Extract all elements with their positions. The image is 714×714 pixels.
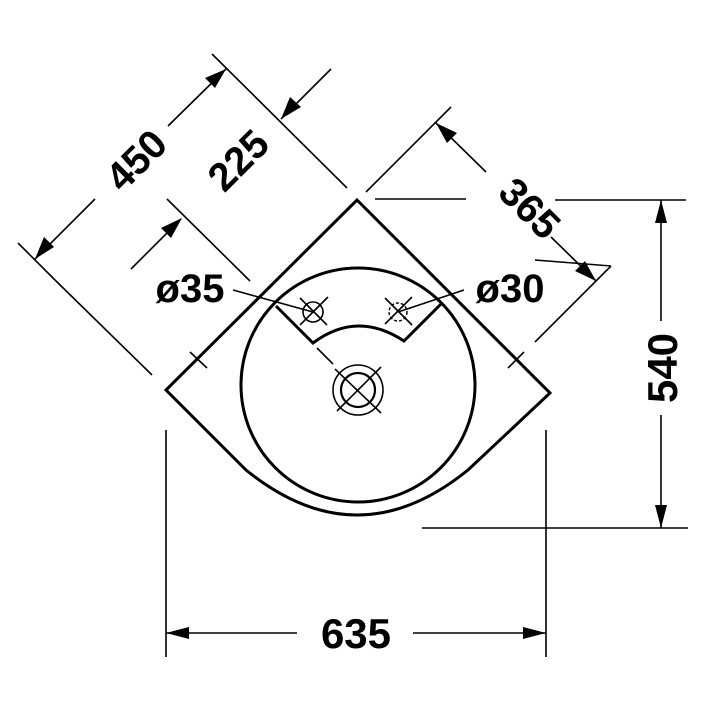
arrow-down-icon	[655, 505, 667, 528]
arrow-365-lower-icon	[575, 261, 596, 281]
dimension-635: 635	[165, 430, 547, 657]
dimension-225: 225	[130, 68, 332, 282]
arrow-450-upper-icon	[205, 69, 226, 88]
leader-right-hole	[397, 289, 465, 313]
ext-line-225-lower	[166, 198, 251, 282]
ext-line-365-bottom-b	[534, 265, 612, 343]
ext-line-365-bottom	[534, 259, 612, 267]
dimension-540: 540	[375, 198, 688, 529]
drain-cross-a	[336, 366, 382, 412]
tap-deck-cutout	[274, 302, 443, 345]
edge-tick-left	[189, 351, 208, 369]
ext-line-450-outer	[17, 242, 56, 281]
dim-label-225: 225	[200, 122, 278, 200]
label-left-tap-hole: ø35	[156, 267, 225, 311]
dim-label-540: 540	[639, 333, 686, 403]
ext-line-365-top	[365, 106, 452, 193]
basin-outer-contour	[163, 197, 553, 517]
tap-hole-left	[299, 296, 329, 326]
dim-label-635: 635	[321, 610, 391, 657]
edge-tick-right	[507, 351, 525, 369]
arrow-365-upper-icon	[436, 123, 457, 143]
drain-cross-b	[334, 368, 382, 414]
leader-left-hole	[232, 289, 314, 313]
label-right-tap-hole: ø30	[476, 267, 545, 311]
centerline-dash	[316, 347, 334, 365]
arrow-left-icon	[166, 627, 189, 639]
basin-outline	[163, 197, 553, 517]
drain-outer-ring	[332, 364, 384, 416]
arrow-up-icon	[655, 200, 667, 223]
drain	[332, 364, 384, 416]
tap-hole-right-circle	[388, 302, 408, 322]
arrow-right-icon	[523, 627, 546, 639]
bowl-circle	[239, 266, 477, 504]
ext-line-450-outer2	[54, 279, 153, 376]
drain-inner-ring	[339, 371, 377, 409]
arrow-225-upper-icon	[281, 97, 301, 119]
ext-line-450-top	[211, 53, 348, 189]
tap-hole-left-circle	[302, 301, 324, 323]
tap-hole-left-cross-b	[299, 297, 328, 326]
arrow-450-lower-icon	[35, 237, 54, 259]
dim-label-365: 365	[490, 170, 568, 248]
arrow-225-lower-icon	[161, 218, 182, 238]
dim-label-450: 450	[98, 122, 176, 200]
